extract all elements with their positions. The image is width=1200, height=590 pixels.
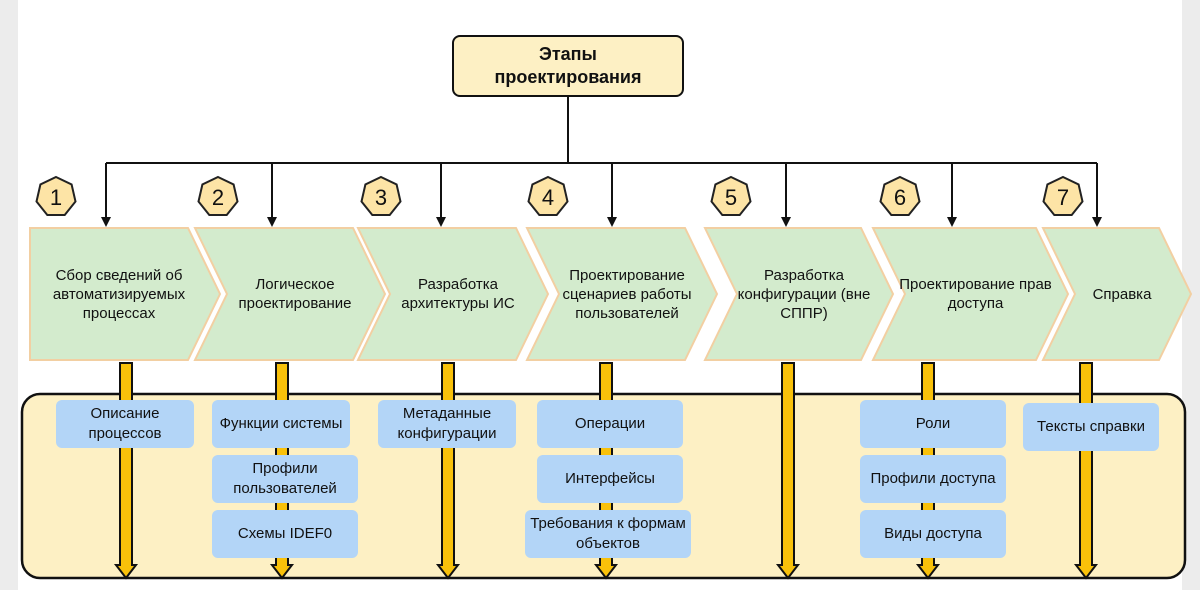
root-title: Этапы проектирования xyxy=(494,44,642,87)
stage-4-item-3: Требования к формам объектов xyxy=(525,510,691,558)
down-arrow-stage-7 xyxy=(1073,362,1099,580)
stage-3-item-1: Метаданные конфигурации xyxy=(378,400,516,448)
stage-label-2: Логическое проектирование xyxy=(238,276,352,312)
step-badge-2 xyxy=(197,175,239,216)
down-arrow-stage-5 xyxy=(775,362,801,580)
stage-4-item-2: Интерфейсы xyxy=(537,455,683,503)
step-badge-4 xyxy=(527,175,569,216)
stage-1-item-1: Описание процессов xyxy=(56,400,194,448)
left-margin-bar xyxy=(0,0,18,590)
down-arrow-stage-1 xyxy=(113,362,139,580)
stage-chevron-3 xyxy=(356,227,550,361)
step-number-1: 1 xyxy=(49,185,63,210)
stage-chevron-4 xyxy=(525,227,719,361)
step-badge-7 xyxy=(1042,175,1084,216)
stage-chevron-1 xyxy=(29,227,222,361)
stage-chevron-5 xyxy=(703,227,895,361)
step-number-6: 6 xyxy=(893,185,907,210)
stage-2-item-3: Схемы IDEF0 xyxy=(212,510,358,558)
root-node-stages: Этапы проектирования xyxy=(452,35,684,97)
stage-label-3: Разработка архитектуры ИС xyxy=(401,276,515,312)
step-badge-6 xyxy=(879,175,921,216)
stage-label-6: Проектирование прав доступа xyxy=(899,276,1052,312)
stage-6-item-3: Виды доступа xyxy=(860,510,1006,558)
step-badge-5 xyxy=(710,175,752,216)
stage-chevron-2 xyxy=(193,227,387,361)
step-badge-1 xyxy=(35,175,77,216)
stage-4-item-1: Операции xyxy=(537,400,683,448)
stage-2-item-2: Профили пользователей xyxy=(212,455,358,503)
stage-6-item-1: Роли xyxy=(860,400,1006,448)
stage-label-4: Проектирование сценариев работы пользова… xyxy=(562,266,692,322)
step-number-4: 4 xyxy=(541,185,555,210)
step-number-5: 5 xyxy=(724,185,738,210)
stage-2-item-1: Функции системы xyxy=(212,400,350,448)
step-number-3: 3 xyxy=(374,185,388,210)
step-badge-3 xyxy=(360,175,402,216)
down-arrow-stage-3 xyxy=(435,362,461,580)
step-number-7: 7 xyxy=(1056,185,1070,210)
stage-label-7: Справка xyxy=(1092,285,1152,303)
stage-7-item-1: Тексты справки xyxy=(1023,403,1159,451)
stage-label-1: Сбор сведений об автоматизируемых процес… xyxy=(52,266,186,322)
step-number-2: 2 xyxy=(211,185,225,210)
stage-6-item-2: Профили доступа xyxy=(860,455,1006,503)
stage-label-5: Разработка конфигурации (вне СППР) xyxy=(737,266,871,322)
stage-chevron-6 xyxy=(871,227,1070,361)
stage-chevron-7 xyxy=(1041,227,1193,361)
